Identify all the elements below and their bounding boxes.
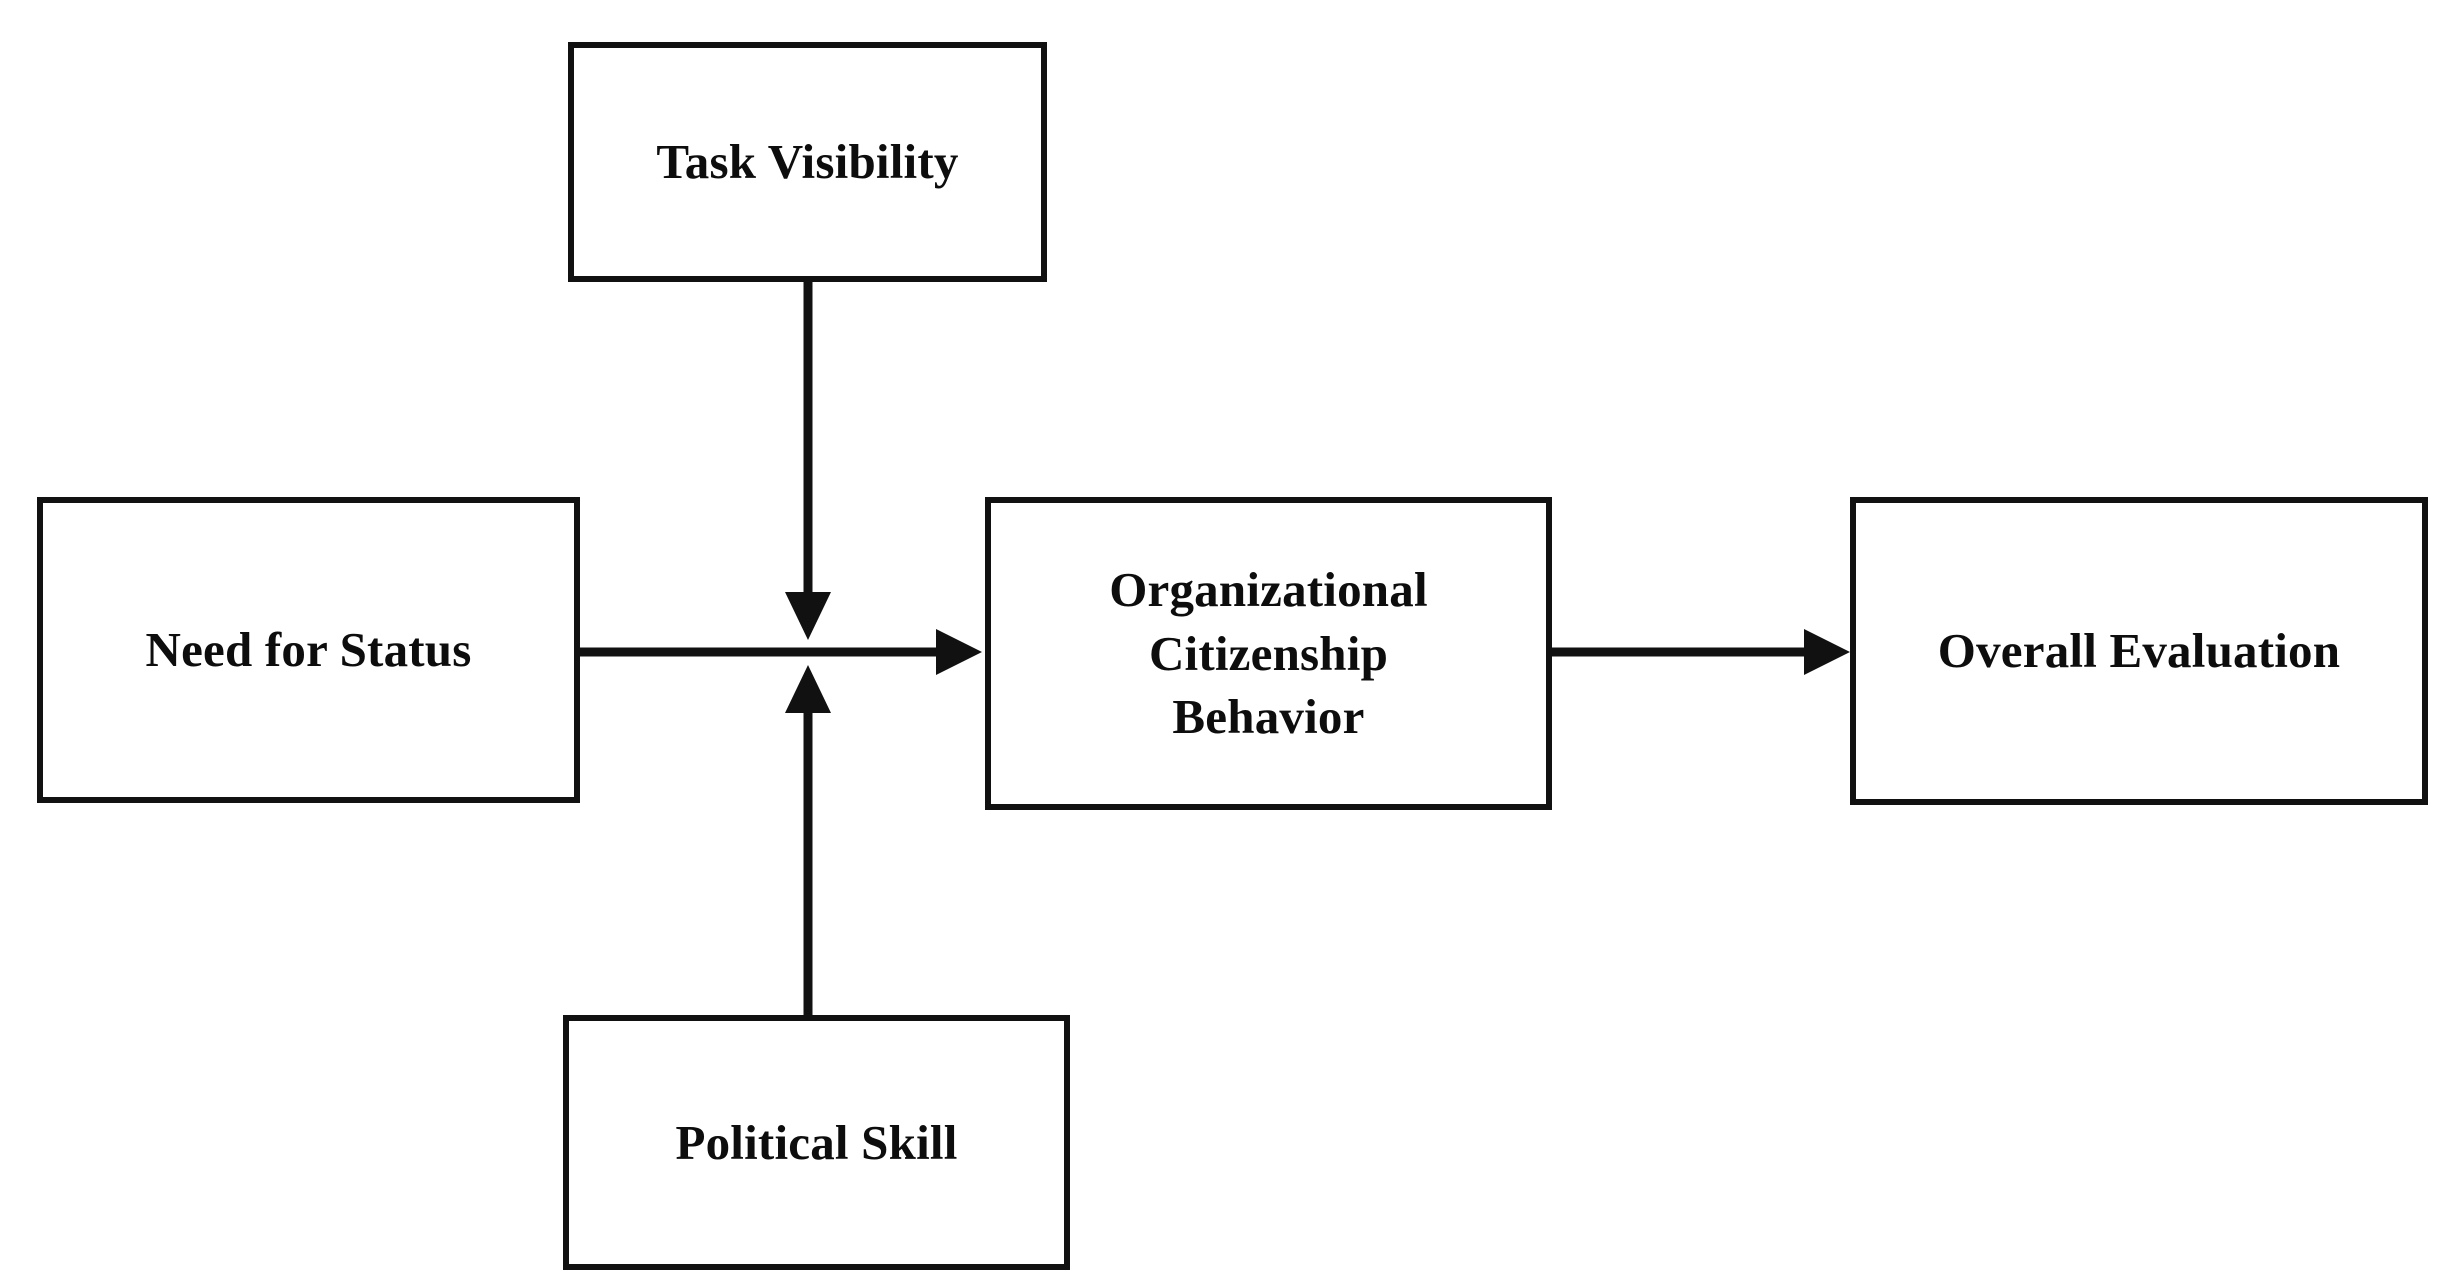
node-organizational-citizenship-behavior-label: Organizational Citizenship Behavior bbox=[1109, 561, 1428, 745]
edge-political-skill-moderation bbox=[785, 665, 831, 1015]
node-organizational-citizenship-behavior[interactable]: Organizational Citizenship Behavior bbox=[985, 497, 1552, 810]
node-political-skill[interactable]: Political Skill bbox=[563, 1015, 1070, 1270]
edge-task-visibility-moderation bbox=[785, 282, 831, 640]
edge-ocb-to-overall-evaluation bbox=[1552, 629, 1850, 675]
node-political-skill-label: Political Skill bbox=[675, 1114, 958, 1170]
edge-need-for-status-to-ocb bbox=[580, 629, 982, 675]
node-overall-evaluation-label: Overall Evaluation bbox=[1937, 623, 2341, 679]
node-task-visibility-label: Task Visibility bbox=[656, 134, 959, 190]
node-need-for-status-label: Need for Status bbox=[145, 622, 472, 678]
node-need-for-status[interactable]: Need for Status bbox=[37, 497, 580, 803]
node-task-visibility[interactable]: Task Visibility bbox=[568, 42, 1047, 282]
node-overall-evaluation[interactable]: Overall Evaluation bbox=[1850, 497, 2428, 805]
